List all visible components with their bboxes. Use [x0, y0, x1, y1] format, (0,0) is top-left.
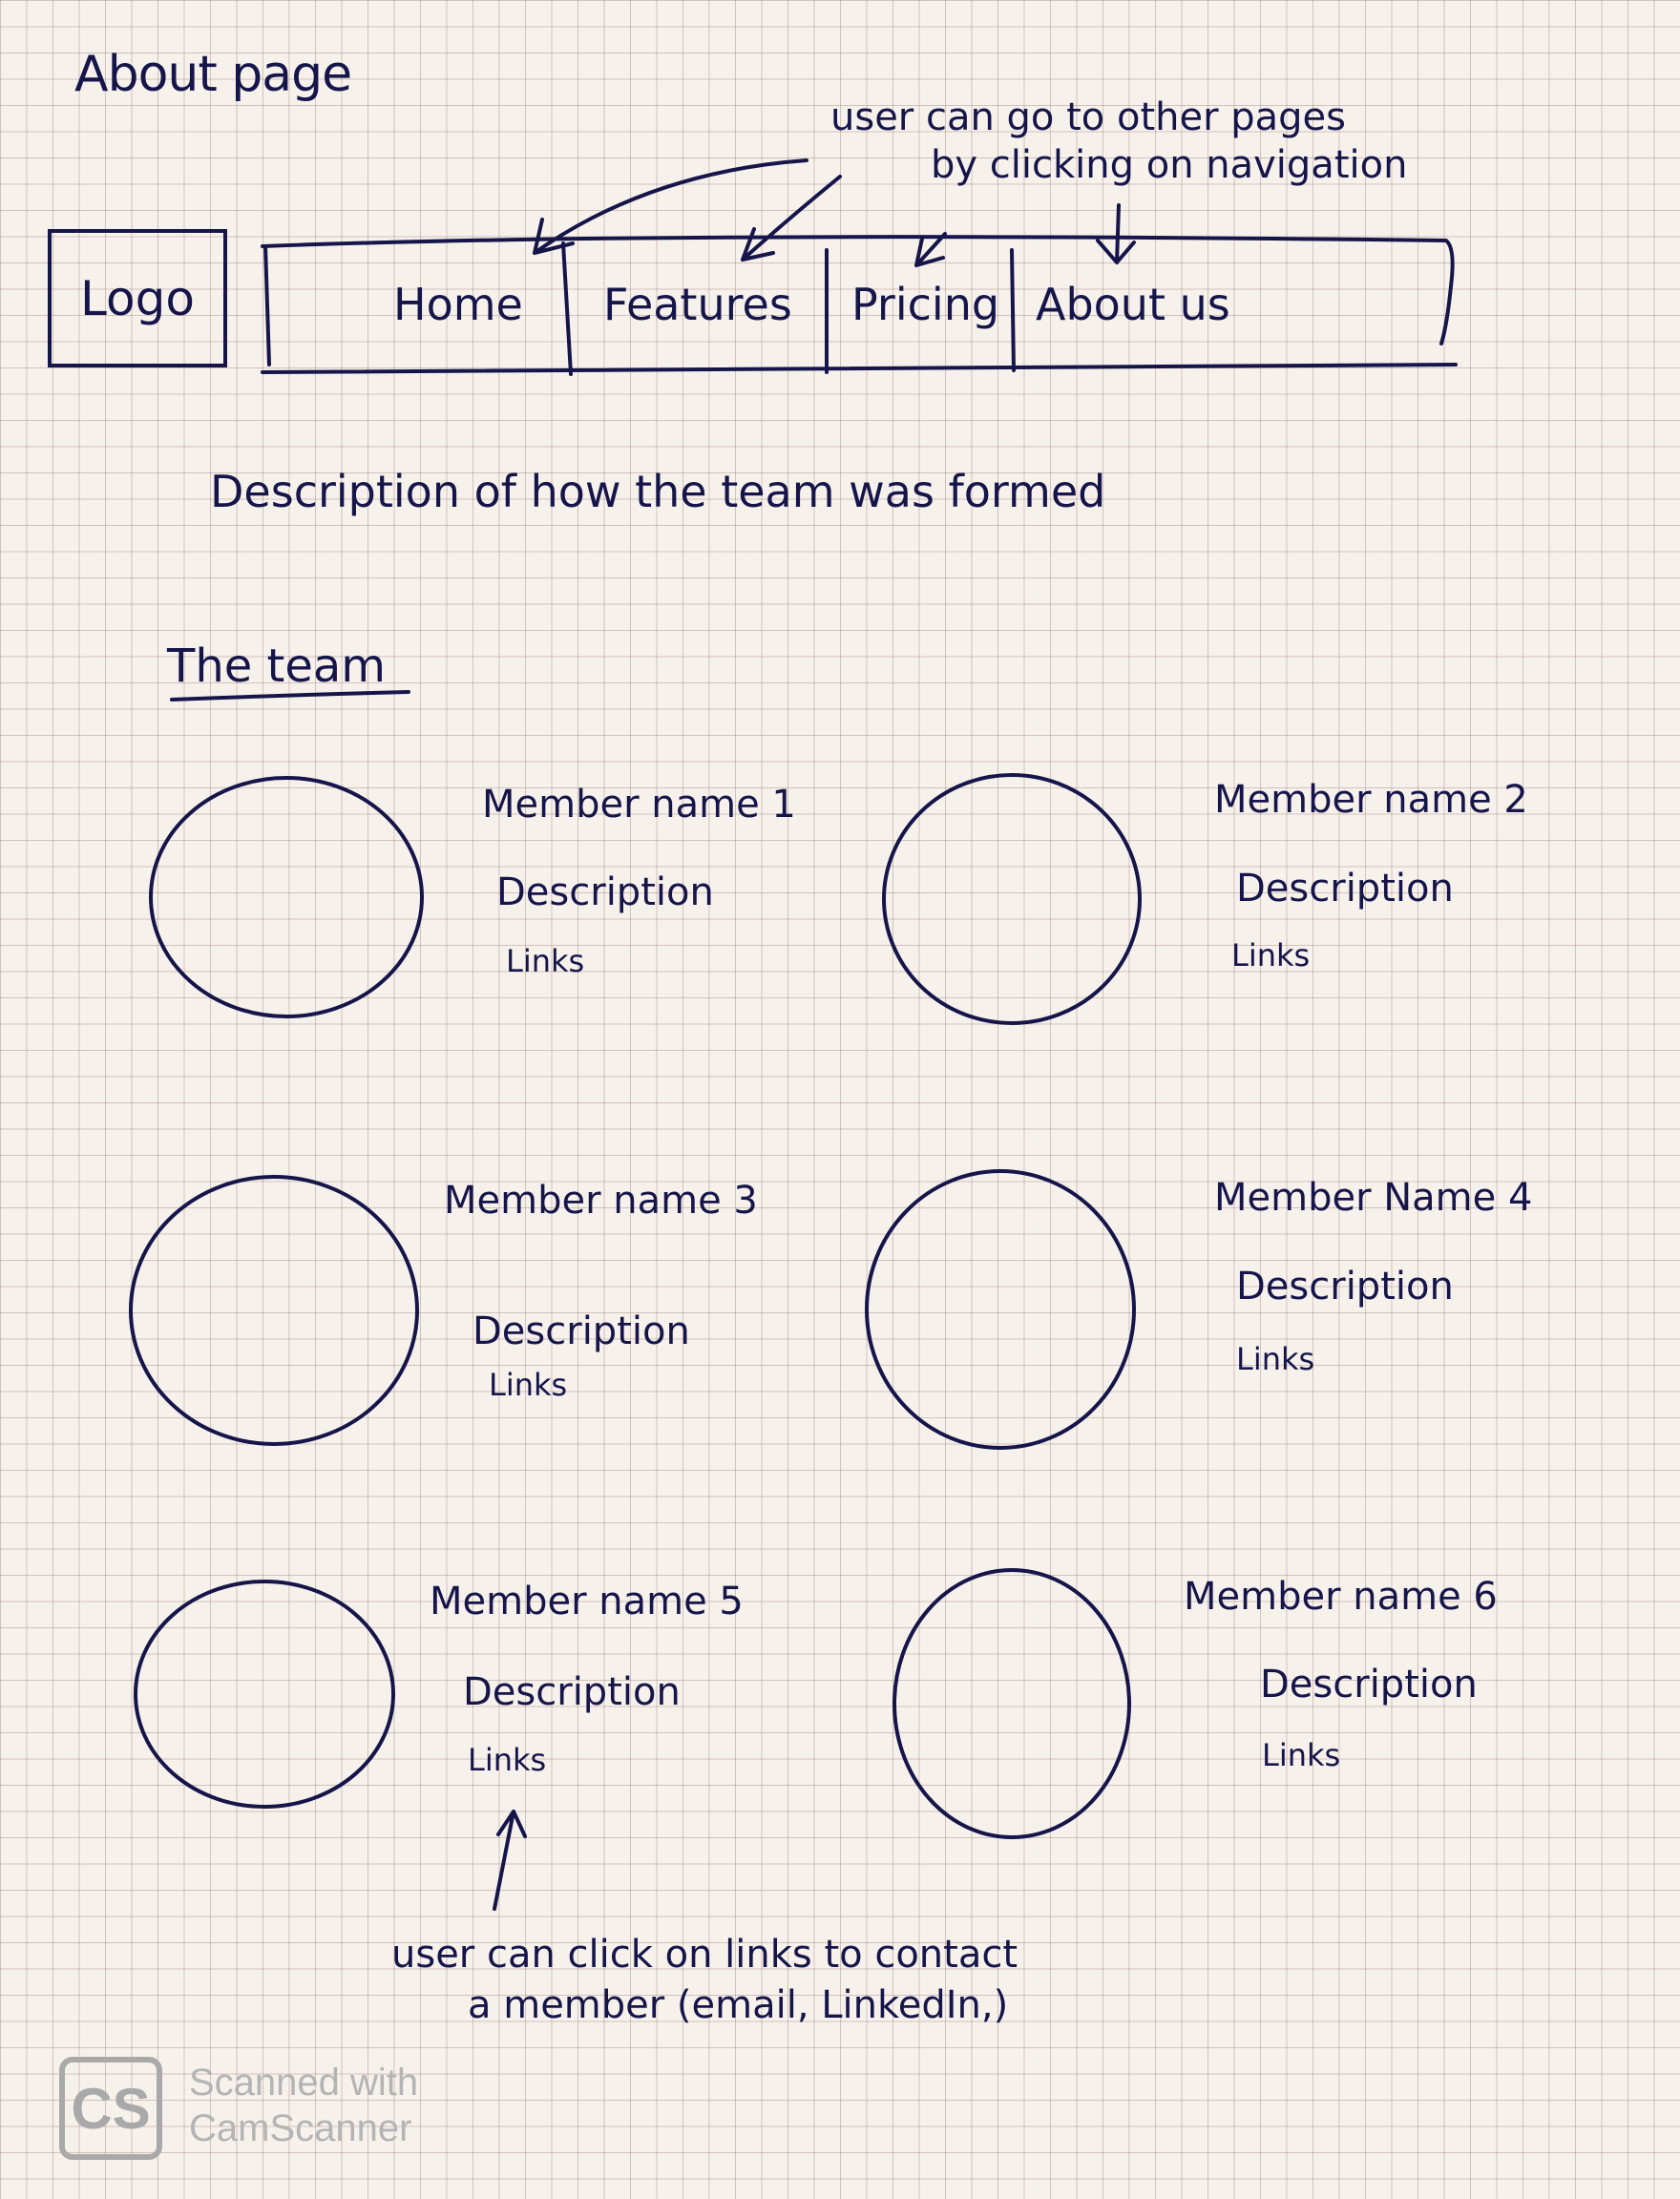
member-5-avatar-icon — [134, 1580, 395, 1809]
member-6-description: Description — [1260, 1663, 1478, 1707]
member-1-description: Description — [496, 870, 714, 914]
nav-about-us[interactable]: About us — [1036, 279, 1230, 330]
nav-features[interactable]: Features — [603, 279, 792, 330]
nav-pricing[interactable]: Pricing — [851, 279, 1000, 330]
arrow-to-about — [1096, 203, 1136, 264]
member-2-avatar-icon — [882, 773, 1142, 1025]
watermark-line-2: CamScanner — [189, 2107, 412, 2149]
page-title: About page — [74, 46, 352, 103]
team-heading-underline — [170, 690, 410, 702]
member-4-avatar-icon — [865, 1169, 1136, 1450]
nav-bar-bottom-line — [261, 363, 1458, 374]
member-5-description: Description — [463, 1670, 681, 1714]
arrow-to-pricing — [914, 232, 947, 267]
nav-annotation-line-2: by clicking on navigation — [931, 143, 1408, 187]
links-annotation-line-2: a member (email, LinkedIn,) — [468, 1983, 1009, 2027]
member-1-avatar-icon — [149, 776, 424, 1018]
member-3-description: Description — [472, 1309, 690, 1353]
nav-home[interactable]: Home — [393, 279, 523, 330]
member-6-links[interactable]: Links — [1262, 1737, 1341, 1773]
member-4-name: Member Name 4 — [1214, 1176, 1533, 1220]
camscanner-watermark: Scanned with CamScanner — [189, 2060, 418, 2151]
member-2-links[interactable]: Links — [1231, 937, 1311, 974]
member-3-avatar-icon — [129, 1175, 419, 1446]
links-annotation-line-1: user can click on links to contact — [391, 1933, 1018, 1977]
team-description: Description of how the team was formed — [210, 466, 1106, 517]
nav-divider-3 — [1010, 248, 1016, 372]
member-5-links[interactable]: Links — [468, 1742, 547, 1778]
member-6-name: Member name 6 — [1184, 1575, 1498, 1619]
watermark-line-1: Scanned with — [189, 2062, 419, 2104]
member-2-description: Description — [1236, 867, 1454, 911]
member-3-name: Member name 3 — [444, 1179, 758, 1223]
member-4-links[interactable]: Links — [1236, 1341, 1315, 1377]
member-4-description: Description — [1236, 1265, 1454, 1309]
member-6-avatar-icon — [892, 1568, 1131, 1839]
arrow-to-home — [533, 158, 808, 255]
team-heading: The team — [167, 639, 387, 693]
nav-annotation-line-1: user can go to other pages — [830, 95, 1346, 139]
member-3-links[interactable]: Links — [489, 1367, 568, 1403]
member-5-name: Member name 5 — [430, 1580, 744, 1623]
logo-label: Logo — [80, 270, 195, 326]
arrow-to-features — [741, 175, 842, 262]
member-1-name: Member name 1 — [482, 783, 796, 827]
nav-bar-left-line — [263, 244, 271, 366]
arrow-to-links — [493, 1810, 527, 1911]
nav-divider-1 — [561, 241, 573, 376]
camscanner-logo-text: CS — [71, 2076, 151, 2141]
logo[interactable]: Logo — [48, 229, 227, 367]
member-2-name: Member name 2 — [1214, 778, 1528, 822]
member-1-links[interactable]: Links — [506, 943, 585, 979]
camscanner-logo-icon: CS — [59, 2057, 162, 2160]
